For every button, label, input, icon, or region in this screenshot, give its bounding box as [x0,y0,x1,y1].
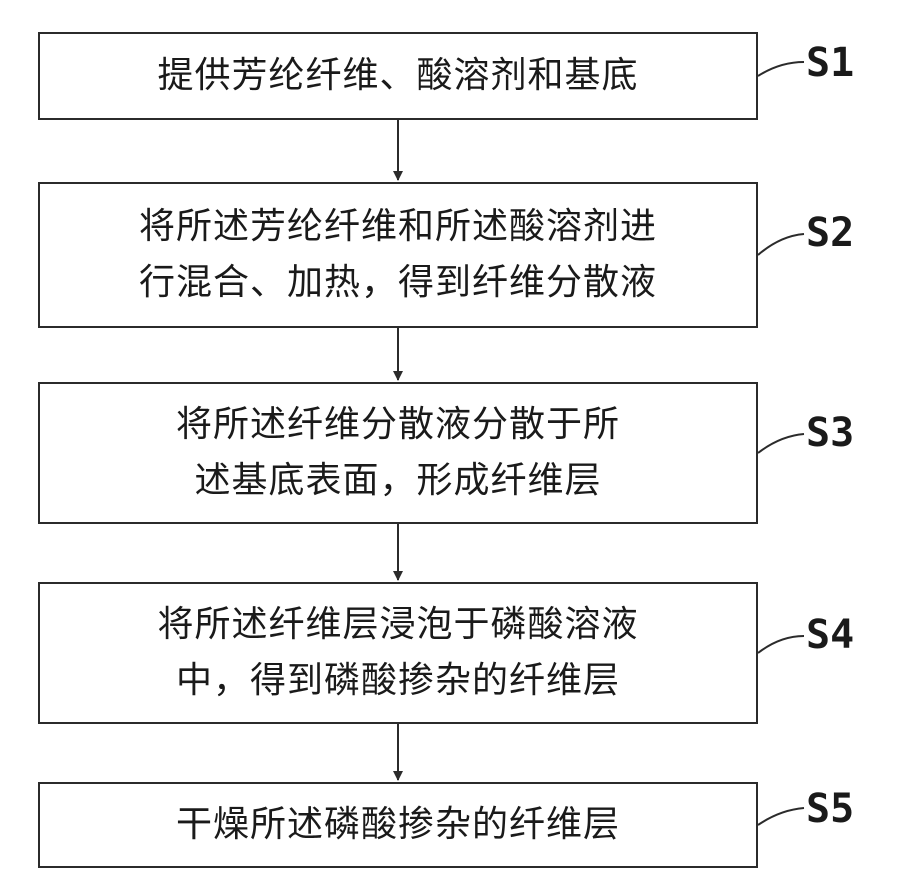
step-box-s4: 将所述纤维层浸泡于磷酸溶液 中，得到磷酸掺杂的纤维层 [38,582,758,724]
step-text-s3: 将所述纤维分散液分散于所 述基底表面，形成纤维层 [176,397,620,509]
leader-line-s5 [758,808,804,825]
step-box-s3: 将所述纤维分散液分散于所 述基底表面，形成纤维层 [38,382,758,524]
step-label-s1: S1 [806,40,854,86]
step-label-s5: S5 [806,786,854,832]
step-box-s1: 提供芳纶纤维、酸溶剂和基底 [38,32,758,120]
step-label-s2: S2 [806,210,854,256]
step-box-s5: 干燥所述磷酸掺杂的纤维层 [38,782,758,868]
step-text-s5: 干燥所述磷酸掺杂的纤维层 [176,797,620,853]
step-text-s2: 将所述芳纶纤维和所述酸溶剂进 行混合、加热，得到纤维分散液 [139,199,657,311]
step-text-s4: 将所述纤维层浸泡于磷酸溶液 中，得到磷酸掺杂的纤维层 [157,597,638,709]
leader-line-s4 [758,636,804,653]
step-text-s1: 提供芳纶纤维、酸溶剂和基底 [157,48,638,104]
step-label-s3: S3 [806,410,854,456]
step-label-s4: S4 [806,612,854,658]
leader-line-s1 [758,62,804,76]
step-box-s2: 将所述芳纶纤维和所述酸溶剂进 行混合、加热，得到纤维分散液 [38,182,758,328]
leader-line-s3 [758,434,804,453]
leader-line-s2 [758,234,804,255]
